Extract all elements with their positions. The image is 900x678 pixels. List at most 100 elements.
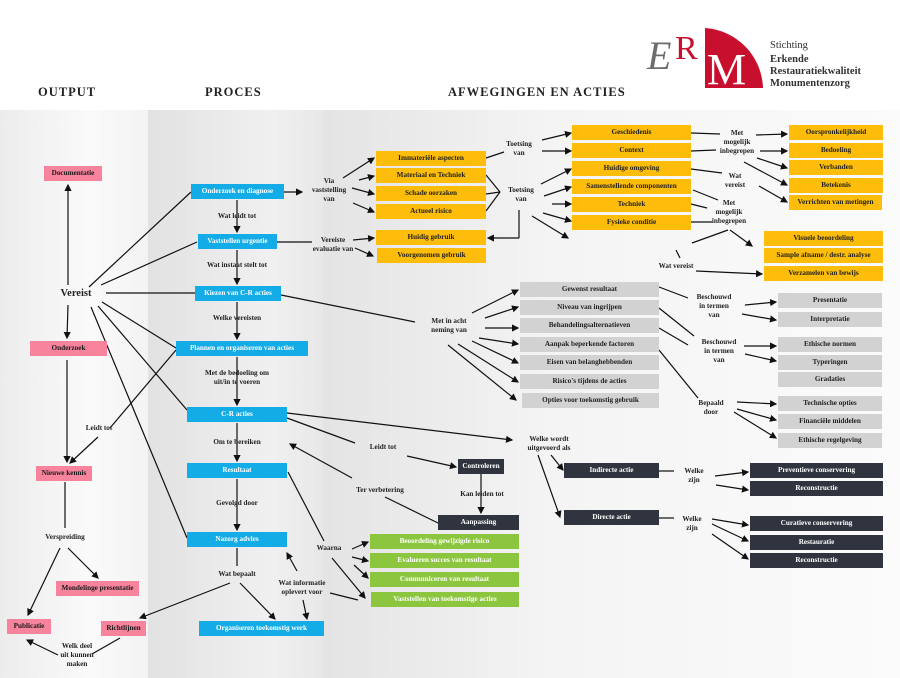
node-ethische-regelgeving: Ethische regelgeving bbox=[778, 433, 882, 448]
column-header-output: OUTPUT bbox=[38, 85, 97, 99]
logo-erkende: Erkende bbox=[770, 54, 809, 65]
logo-monumentenzorg: Monumentenzorg bbox=[770, 78, 850, 89]
node-visuele-beoordeling: Visuele beoordeling bbox=[764, 231, 883, 246]
node-documentatie: Documentatie bbox=[44, 166, 102, 181]
node-resultaat: Resultaat bbox=[187, 463, 287, 478]
node-communiceren-van-resultaat: Communiceren van resultaat bbox=[370, 572, 519, 587]
node-geschiedenis: Geschiedenis bbox=[572, 125, 691, 140]
node-samenstellende-componenten: Samenstellende componenten bbox=[572, 179, 691, 194]
node-curatieve-conservering: Curatieve conservering bbox=[750, 516, 883, 531]
connector-label-wat-informatie-oplevert-voor: Wat informatie oplevert voor bbox=[278, 579, 326, 596]
connector-label-met-mogelijk-inbegrepen: Met mogelijk inbegrepen bbox=[719, 129, 755, 155]
connector-label-welke-zijn: Welke zijn bbox=[684, 467, 704, 484]
node-schade-oorzaken: Schade oorzaken bbox=[376, 186, 486, 201]
node-oorspronkelijkheid: Oorspronkelijkheid bbox=[789, 125, 883, 140]
connector-label-via-vaststelling-van: Via vaststelling van bbox=[311, 177, 347, 203]
connector-label-met-in-acht-neming-van: Met in acht neming van bbox=[431, 317, 467, 334]
node-verbanden: Verbanden bbox=[789, 160, 883, 175]
logo-stichting: Stichting bbox=[770, 40, 808, 51]
node-restauratie: Restauratie bbox=[750, 535, 883, 550]
column-header-proces: PROCES bbox=[205, 85, 262, 99]
node-financie-le-middelen: Financiële middelen bbox=[778, 414, 882, 429]
node-evalueren-succes-van-resultaat: Evalueren succes van resultaat bbox=[370, 553, 519, 568]
node-vaststellen-van-toekomstige-acties: Vaststellen van toekomstige acties bbox=[371, 592, 519, 607]
connector-label-gevolgd-door: Gevolgd door bbox=[216, 499, 258, 507]
node-gewenst-resultaat: Gewenst resultaat bbox=[520, 282, 659, 297]
node-mondelinge-presentatie: Mondelinge presentatie bbox=[56, 581, 139, 596]
node-context: Context bbox=[572, 143, 691, 158]
connector-label-beschouwd-in-termen-van: Beschouwd in termen van bbox=[701, 338, 737, 364]
node-directe-actie: Directe actie bbox=[564, 510, 659, 525]
connector-label-wat-bepaalt: Wat bepaalt bbox=[218, 570, 256, 578]
node-niveau-van-ingrijpen: Niveau van ingrijpen bbox=[520, 300, 659, 315]
connector-label-met-mogelijk-inbegrepen: Met mogelijk inbegrepen bbox=[711, 199, 747, 225]
node-verzamelen-van-bewijs: Verzamelen van bewijs bbox=[764, 266, 883, 281]
node-plannen-en-organiseren-van-acties: Plannen en organiseren van acties bbox=[176, 341, 308, 356]
node-huidig-gebruik: Huidig gebruik bbox=[376, 230, 486, 245]
node-reconstructie: Reconstructie bbox=[750, 481, 883, 496]
connector-label-welke-wordt-uitgevoerd-als: Welke wordt uitgevoerd als bbox=[527, 435, 571, 452]
node-huidige-omgeving: Huidige omgeving bbox=[572, 161, 691, 176]
node-fysieke-conditie: Fysieke conditie bbox=[572, 215, 691, 230]
svg-text:E: E bbox=[646, 33, 671, 78]
connector-label-wat-leidt-tot: Wat leidt tot bbox=[217, 212, 257, 220]
logo-restauratiekwaliteit: Restauratiekwaliteit bbox=[770, 66, 861, 77]
node-ethische-normen: Ethische normen bbox=[778, 337, 882, 352]
node-typeringen: Typeringen bbox=[778, 355, 882, 370]
node-verrichten-van-metingen: Verrichten van metingen bbox=[789, 195, 882, 210]
node-aanpassing: Aanpassing bbox=[438, 515, 519, 530]
connector-label-welk-deel-uit-kunnen-maken: Welk deel uit kunnen maken bbox=[60, 642, 94, 668]
node-richtlijnen: Richtlijnen bbox=[101, 621, 146, 636]
connector-label-welke-vereisten: Welke vereisten bbox=[212, 314, 262, 322]
connector-label-toetsing-van: Toetsing van bbox=[508, 186, 534, 203]
node-preventieve-conservering: Preventieve conservering bbox=[750, 463, 883, 478]
node-techniek: Techniek bbox=[572, 197, 691, 212]
node-nieuwe-kennis: Nieuwe kennis bbox=[36, 466, 92, 481]
node-risico-s-tijdens-de-acties: Risico's tijdens de acties bbox=[520, 374, 659, 389]
connector-label-leidt-tot: Leidt tot bbox=[85, 424, 113, 432]
node-organiseren-toekomstig-werk: Organiseren toekomstig werk bbox=[199, 621, 324, 636]
connector-label-beschouwd-in-termen-van: Beschouwd in termen van bbox=[696, 293, 732, 319]
node-actueel-risico: Actueel risico bbox=[376, 204, 486, 219]
node-publicatie: Publicatie bbox=[7, 619, 51, 634]
node-aanpak-beperkende-factoren: Aanpak beperkende factoren bbox=[520, 337, 659, 352]
connector-label-ter-verbetering: Ter verbetering bbox=[356, 486, 404, 494]
connector-label-wat-vereist: Wat vereist bbox=[658, 262, 694, 270]
connector-label-met-de-bedoeling-om-uit-in-te-voeren: Met de bedoeling om uit/in te voeren bbox=[204, 369, 270, 386]
node-gradaties: Gradaties bbox=[778, 372, 882, 387]
node-sample-afname-destr-analyse: Sample afname / destr. analyse bbox=[764, 248, 883, 263]
connector-label-leidt-tot: Leidt tot bbox=[369, 443, 397, 451]
node-reconstructie: Reconstructie bbox=[750, 553, 883, 568]
node-bedoeling: Bedoeling bbox=[789, 143, 883, 158]
erm-logo: E R M Stichting Erkende Restauratiekwali… bbox=[645, 24, 900, 94]
node-controleren: Controleren bbox=[458, 459, 504, 474]
connector-label-welke-zijn: Welke zijn bbox=[682, 515, 702, 532]
column-header-afwegingen: AFWEGINGEN EN ACTIES bbox=[448, 85, 626, 99]
node-technische-opties: Technische opties bbox=[778, 396, 882, 411]
node-onderzoek-en-diagnose: Onderzoek en diagnose bbox=[191, 184, 284, 199]
connector-label-wat-vereist: Wat vereist bbox=[724, 172, 746, 189]
node-materiaal-en-techniek: Materiaal en Techniek bbox=[376, 168, 486, 183]
node-indirecte-actie: Indirecte actie bbox=[564, 463, 659, 478]
node-presentatie: Presentatie bbox=[778, 293, 882, 308]
connector-label-kan-leiden-tot: Kan leiden tot bbox=[460, 490, 504, 498]
connector-label-verspreiding: Verspreiding bbox=[45, 533, 85, 541]
connector-label-waarna: Waarna bbox=[316, 544, 342, 552]
node-immaterie-le-aspecten: Immateriële aspecten bbox=[376, 151, 486, 166]
connector-label-toetsing-van: Toetsing van bbox=[506, 140, 532, 157]
connector-label-vereiste-evaluatie-van: Vereiste evaluatie van bbox=[312, 236, 354, 253]
node-vaststellen-urgentie: Vaststellen urgentie bbox=[198, 234, 277, 249]
connector-label-bepaald-door: Bepaald door bbox=[698, 399, 724, 416]
connector-label-vereist: Vereist bbox=[60, 288, 92, 299]
node-interpretatie: Interpretatie bbox=[778, 312, 882, 327]
node-betekenis: Betekenis bbox=[789, 178, 883, 193]
connector-label-om-te-bereiken: Om te bereiken bbox=[213, 438, 261, 446]
svg-text:R: R bbox=[675, 30, 698, 67]
node-behandelingsalternatieven: Behandelingsalternatieven bbox=[520, 318, 659, 333]
node-voorgenomen-gebruik: Voorgenomen gebruik bbox=[377, 248, 486, 263]
svg-text:M: M bbox=[707, 45, 746, 94]
node-nazorg-advies: Nazorg advies bbox=[187, 532, 287, 547]
connector-label-wat-instaat-stelt-tot: Wat instaat stelt tot bbox=[206, 261, 268, 269]
node-kiezen-van-c-r-acties: Kiezen van C-R acties bbox=[195, 286, 281, 301]
node-beoordeling-gewijzigde-risico: Beoordeling gewijzigde risico bbox=[370, 534, 519, 549]
